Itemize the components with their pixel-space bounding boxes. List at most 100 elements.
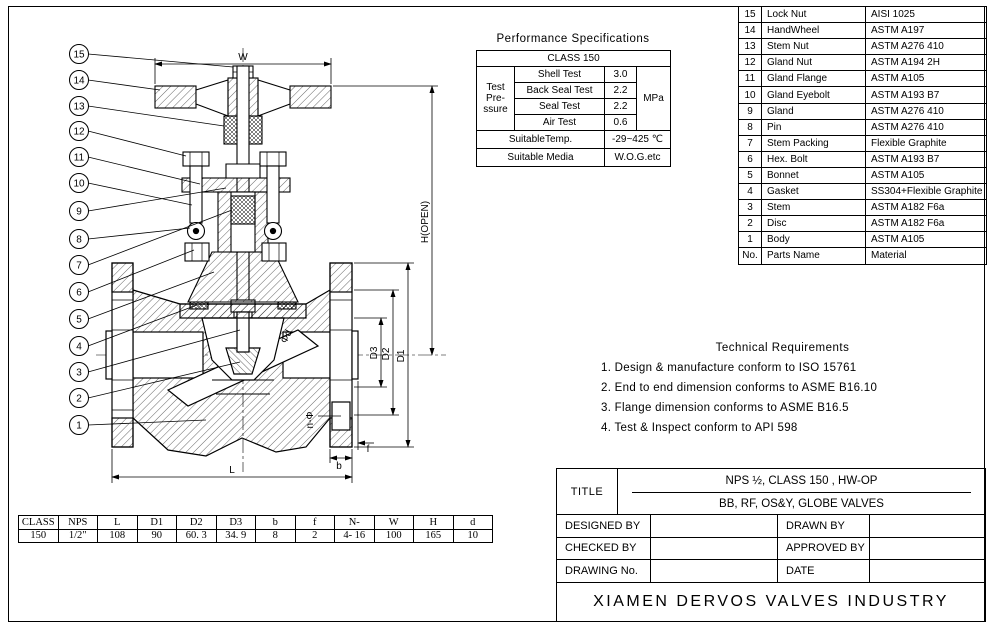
performance-title: Performance Specifications: [496, 33, 650, 45]
company-name: XIAMEN DERVOS VALVES INDUSTRY: [593, 593, 949, 611]
callout-15: 15: [69, 44, 89, 64]
table-cell: 1: [738, 231, 762, 249]
table-cell: 90: [136, 528, 177, 543]
table-cell: Gland: [761, 102, 866, 120]
suitable-temp-label: SuitableTemp.: [476, 130, 605, 149]
callout-leaders: [87, 53, 241, 426]
callout-9: 9: [69, 201, 89, 221]
dimension-lines: [111, 58, 438, 483]
title-line2: BB, RF, OS&Y, GLOBE VALVES: [719, 497, 884, 510]
table-cell: L: [97, 515, 138, 530]
table-cell: Pin: [761, 118, 866, 136]
dim-label-d1: D1: [396, 349, 407, 362]
table-cell: ASTM A105: [865, 70, 987, 88]
table-cell: 150: [18, 528, 59, 543]
table-cell: AISI 1025: [865, 5, 987, 24]
table-cell: 15: [738, 5, 762, 24]
dim-label-f: f: [367, 444, 370, 455]
table-cell: f: [294, 515, 335, 530]
table-cell: CLASS: [18, 515, 59, 530]
suitable-media-label: Suitable Media: [476, 148, 605, 167]
table-cell: 10: [452, 528, 493, 543]
drawn-by-label: DRAWN BY: [778, 515, 870, 537]
table-cell: NPS: [57, 515, 98, 530]
table-cell: 100: [373, 528, 414, 543]
svg-text:2: 2: [76, 394, 82, 405]
test-value: 2.2: [604, 98, 637, 115]
technical-requirements-title: Technical Requirements: [715, 342, 850, 354]
svg-text:3: 3: [76, 368, 82, 379]
svg-text:12: 12: [73, 127, 85, 138]
table-cell: ASTM A276 410: [865, 118, 987, 136]
table-cell: ASTM A276 410: [865, 38, 987, 56]
table-cell: 108: [97, 528, 138, 543]
table-cell: 11: [738, 70, 762, 88]
test-name: Seal Test: [514, 98, 605, 115]
table-cell: ASTM A193 B7: [865, 86, 987, 104]
technical-requirement-item: 3. Flange dimension conforms to ASME B16…: [601, 402, 849, 414]
table-cell: Gland Nut: [761, 54, 866, 72]
sheet-border: [8, 6, 985, 622]
table-cell: ASTM A194 2H: [865, 54, 987, 72]
dim-label-h-open: H(OPEN): [420, 201, 431, 243]
table-cell: 6: [738, 150, 762, 168]
table-cell: D2: [176, 515, 217, 530]
technical-requirement-item: 4. Test & Inspect conform to API 598: [601, 422, 798, 434]
table-cell: 1/2": [57, 528, 98, 543]
table-cell: Bonnet: [761, 166, 866, 185]
table-cell: Lock Nut: [761, 5, 866, 24]
test-name: Air Test: [514, 114, 605, 131]
svg-text:6: 6: [76, 288, 82, 299]
technical-requirement-item: 2. End to end dimension conforms to ASME…: [601, 382, 878, 394]
approved-by-value: [870, 538, 985, 560]
table-cell: Gland Eyebolt: [761, 86, 866, 104]
table-cell: 3: [738, 199, 762, 217]
pressure-unit: MPa: [635, 66, 672, 131]
table-cell: b: [255, 515, 296, 530]
date-label: DATE: [778, 560, 870, 582]
table-cell: Disc: [761, 215, 866, 233]
bonnet: [184, 242, 299, 310]
svg-text:8: 8: [76, 235, 82, 246]
checked-by-label: CHECKED BY: [557, 537, 651, 560]
table-cell: Material: [865, 247, 987, 265]
table-cell: ASTM A197: [865, 22, 987, 40]
table-cell: D3: [215, 515, 256, 530]
table-cell: ASTM A182 F6a: [865, 199, 987, 217]
table-cell: Body: [761, 231, 866, 249]
title-block: TITLE NPS ½, CLASS 150 , HW-OP BB, RF, O…: [556, 468, 986, 622]
performance-table: CLASS 150 Test Pre- ssure Shell Test 3.0…: [475, 50, 672, 167]
table-cell: ASTM A193 B7: [865, 150, 987, 168]
callout-13: 13: [69, 96, 89, 116]
table-cell: SS304+Flexible Graphite: [865, 183, 987, 201]
right-flange: [329, 262, 359, 448]
table-cell: Parts Name: [761, 247, 866, 265]
callout-7: 7: [69, 255, 89, 275]
callout-6: 6: [69, 282, 89, 302]
table-cell: 4: [738, 183, 762, 201]
table-cell: 34. 9: [215, 528, 256, 543]
table-cell: 2: [738, 215, 762, 233]
table-cell: ASTM A276 410: [865, 102, 987, 120]
drawing-no-value: [651, 560, 778, 582]
checked-by-value: [651, 537, 778, 560]
table-cell: Flexible Graphite: [865, 134, 987, 152]
table-cell: 5: [738, 166, 762, 185]
callout-2: 2: [69, 388, 89, 408]
svg-text:13: 13: [73, 102, 85, 113]
left-flange: [105, 262, 134, 448]
suitable-media-value: W.O.G.etc: [603, 148, 672, 167]
svg-text:1: 1: [76, 421, 82, 432]
svg-text:9: 9: [76, 207, 82, 218]
